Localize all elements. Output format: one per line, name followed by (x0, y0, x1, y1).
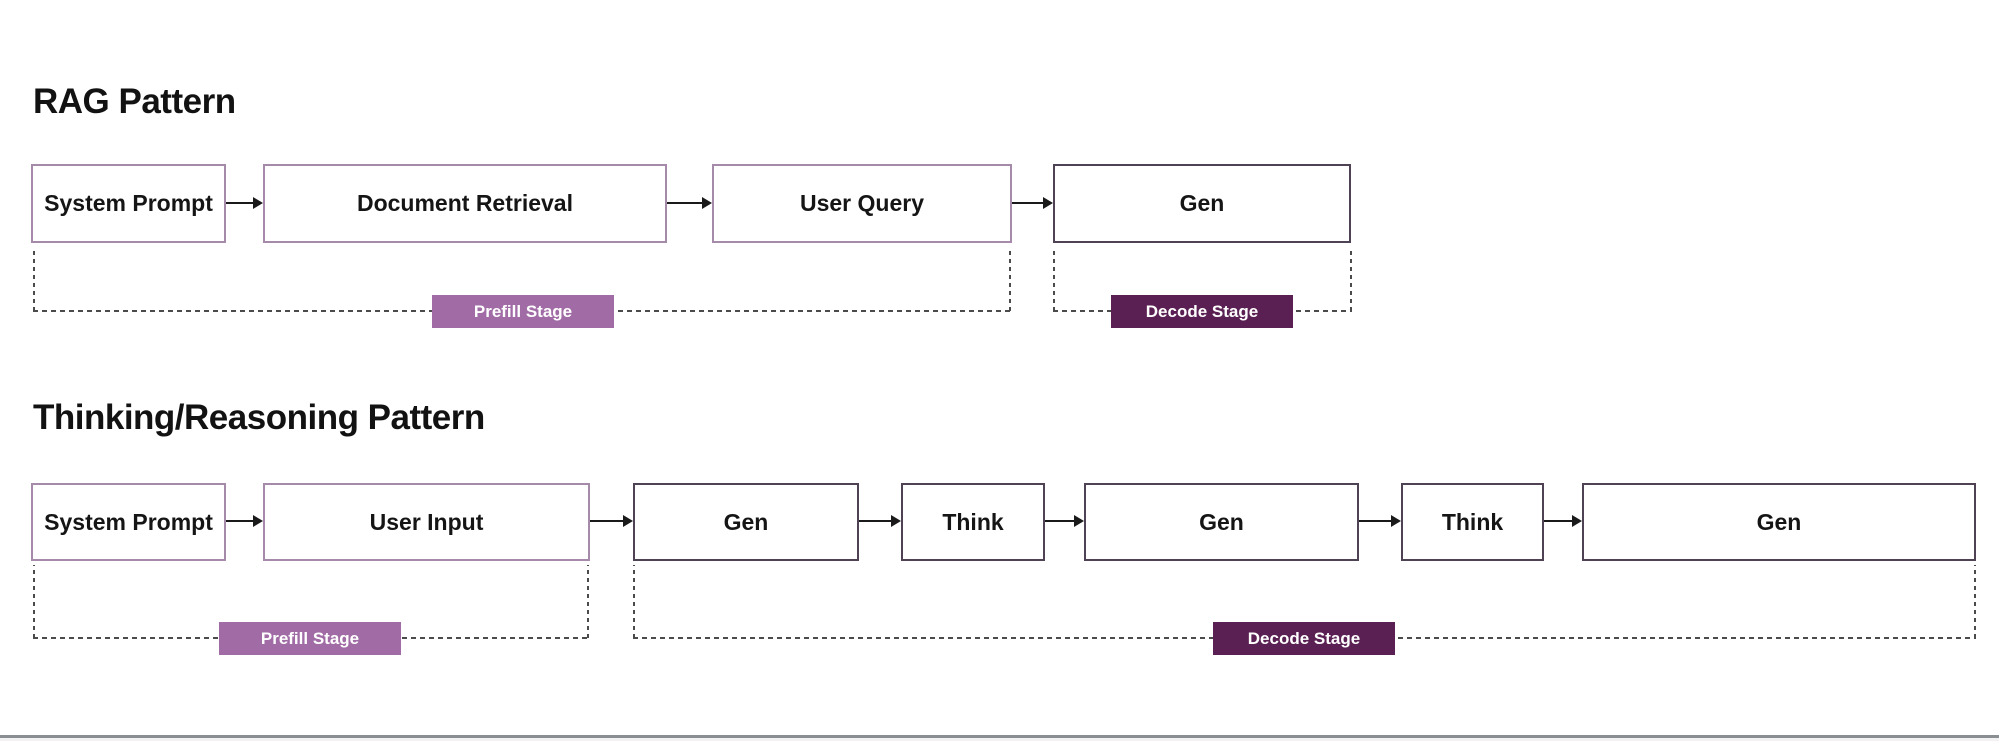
decode-bracket-right-line (1974, 565, 1976, 638)
node-label: Think (1441, 508, 1504, 535)
prefill-bracket-right-line (587, 565, 589, 638)
decode-stage-badge: Decode Stage (1213, 622, 1395, 655)
node-system-prompt: System Prompt (31, 483, 226, 561)
prefill-bracket-left-line (33, 565, 35, 638)
flow-arrow-icon (226, 197, 263, 209)
node-think-2: Think (1401, 483, 1544, 561)
node-gen-3: Gen (1582, 483, 1976, 561)
decode-bracket-left-line (1053, 247, 1055, 311)
node-label: Gen (1199, 508, 1244, 535)
node-gen: Gen (1053, 164, 1351, 243)
prefill-stage-badge: Prefill Stage (219, 622, 401, 655)
node-label: Gen (1179, 190, 1225, 216)
node-think-1: Think (901, 483, 1045, 561)
flow-arrow-icon (1359, 515, 1401, 527)
decode-bracket-left-line (633, 565, 635, 638)
flow-arrow-icon (590, 515, 633, 527)
prefill-bracket-left-line (33, 247, 35, 311)
prefill-bracket-right-line (1009, 247, 1011, 311)
node-label: Think (942, 508, 1004, 535)
node-label: User Query (799, 190, 924, 216)
bottom-divider-highlight (0, 738, 1999, 741)
node-gen-2: Gen (1084, 483, 1359, 561)
node-label: System Prompt (44, 190, 213, 216)
node-user-input: User Input (263, 483, 590, 561)
flow-arrow-icon (667, 197, 712, 209)
flow-arrow-icon (226, 515, 263, 527)
flow-arrow-icon (859, 515, 901, 527)
node-document-retrieval: Document Retrieval (263, 164, 667, 243)
node-system-prompt: System Prompt (31, 164, 226, 243)
node-label: User Input (369, 508, 484, 535)
decode-bracket-right-line (1350, 247, 1352, 311)
flow-arrow-icon (1012, 197, 1053, 209)
node-gen-1: Gen (633, 483, 859, 561)
section-title-thinking-reasoning-pattern: Thinking/Reasoning Pattern (33, 398, 485, 437)
node-label: Gen (723, 508, 769, 535)
decode-stage-badge: Decode Stage (1111, 295, 1293, 328)
node-label: Gen (1756, 508, 1802, 535)
section-title-rag-pattern: RAG Pattern (33, 82, 236, 121)
node-user-query: User Query (712, 164, 1012, 243)
prefill-stage-badge: Prefill Stage (432, 295, 614, 328)
node-label: Document Retrieval (356, 190, 573, 216)
flow-arrow-icon (1045, 515, 1084, 527)
bottom-divider (0, 735, 1999, 738)
flow-arrow-icon (1544, 515, 1582, 527)
node-label: System Prompt (44, 508, 213, 535)
